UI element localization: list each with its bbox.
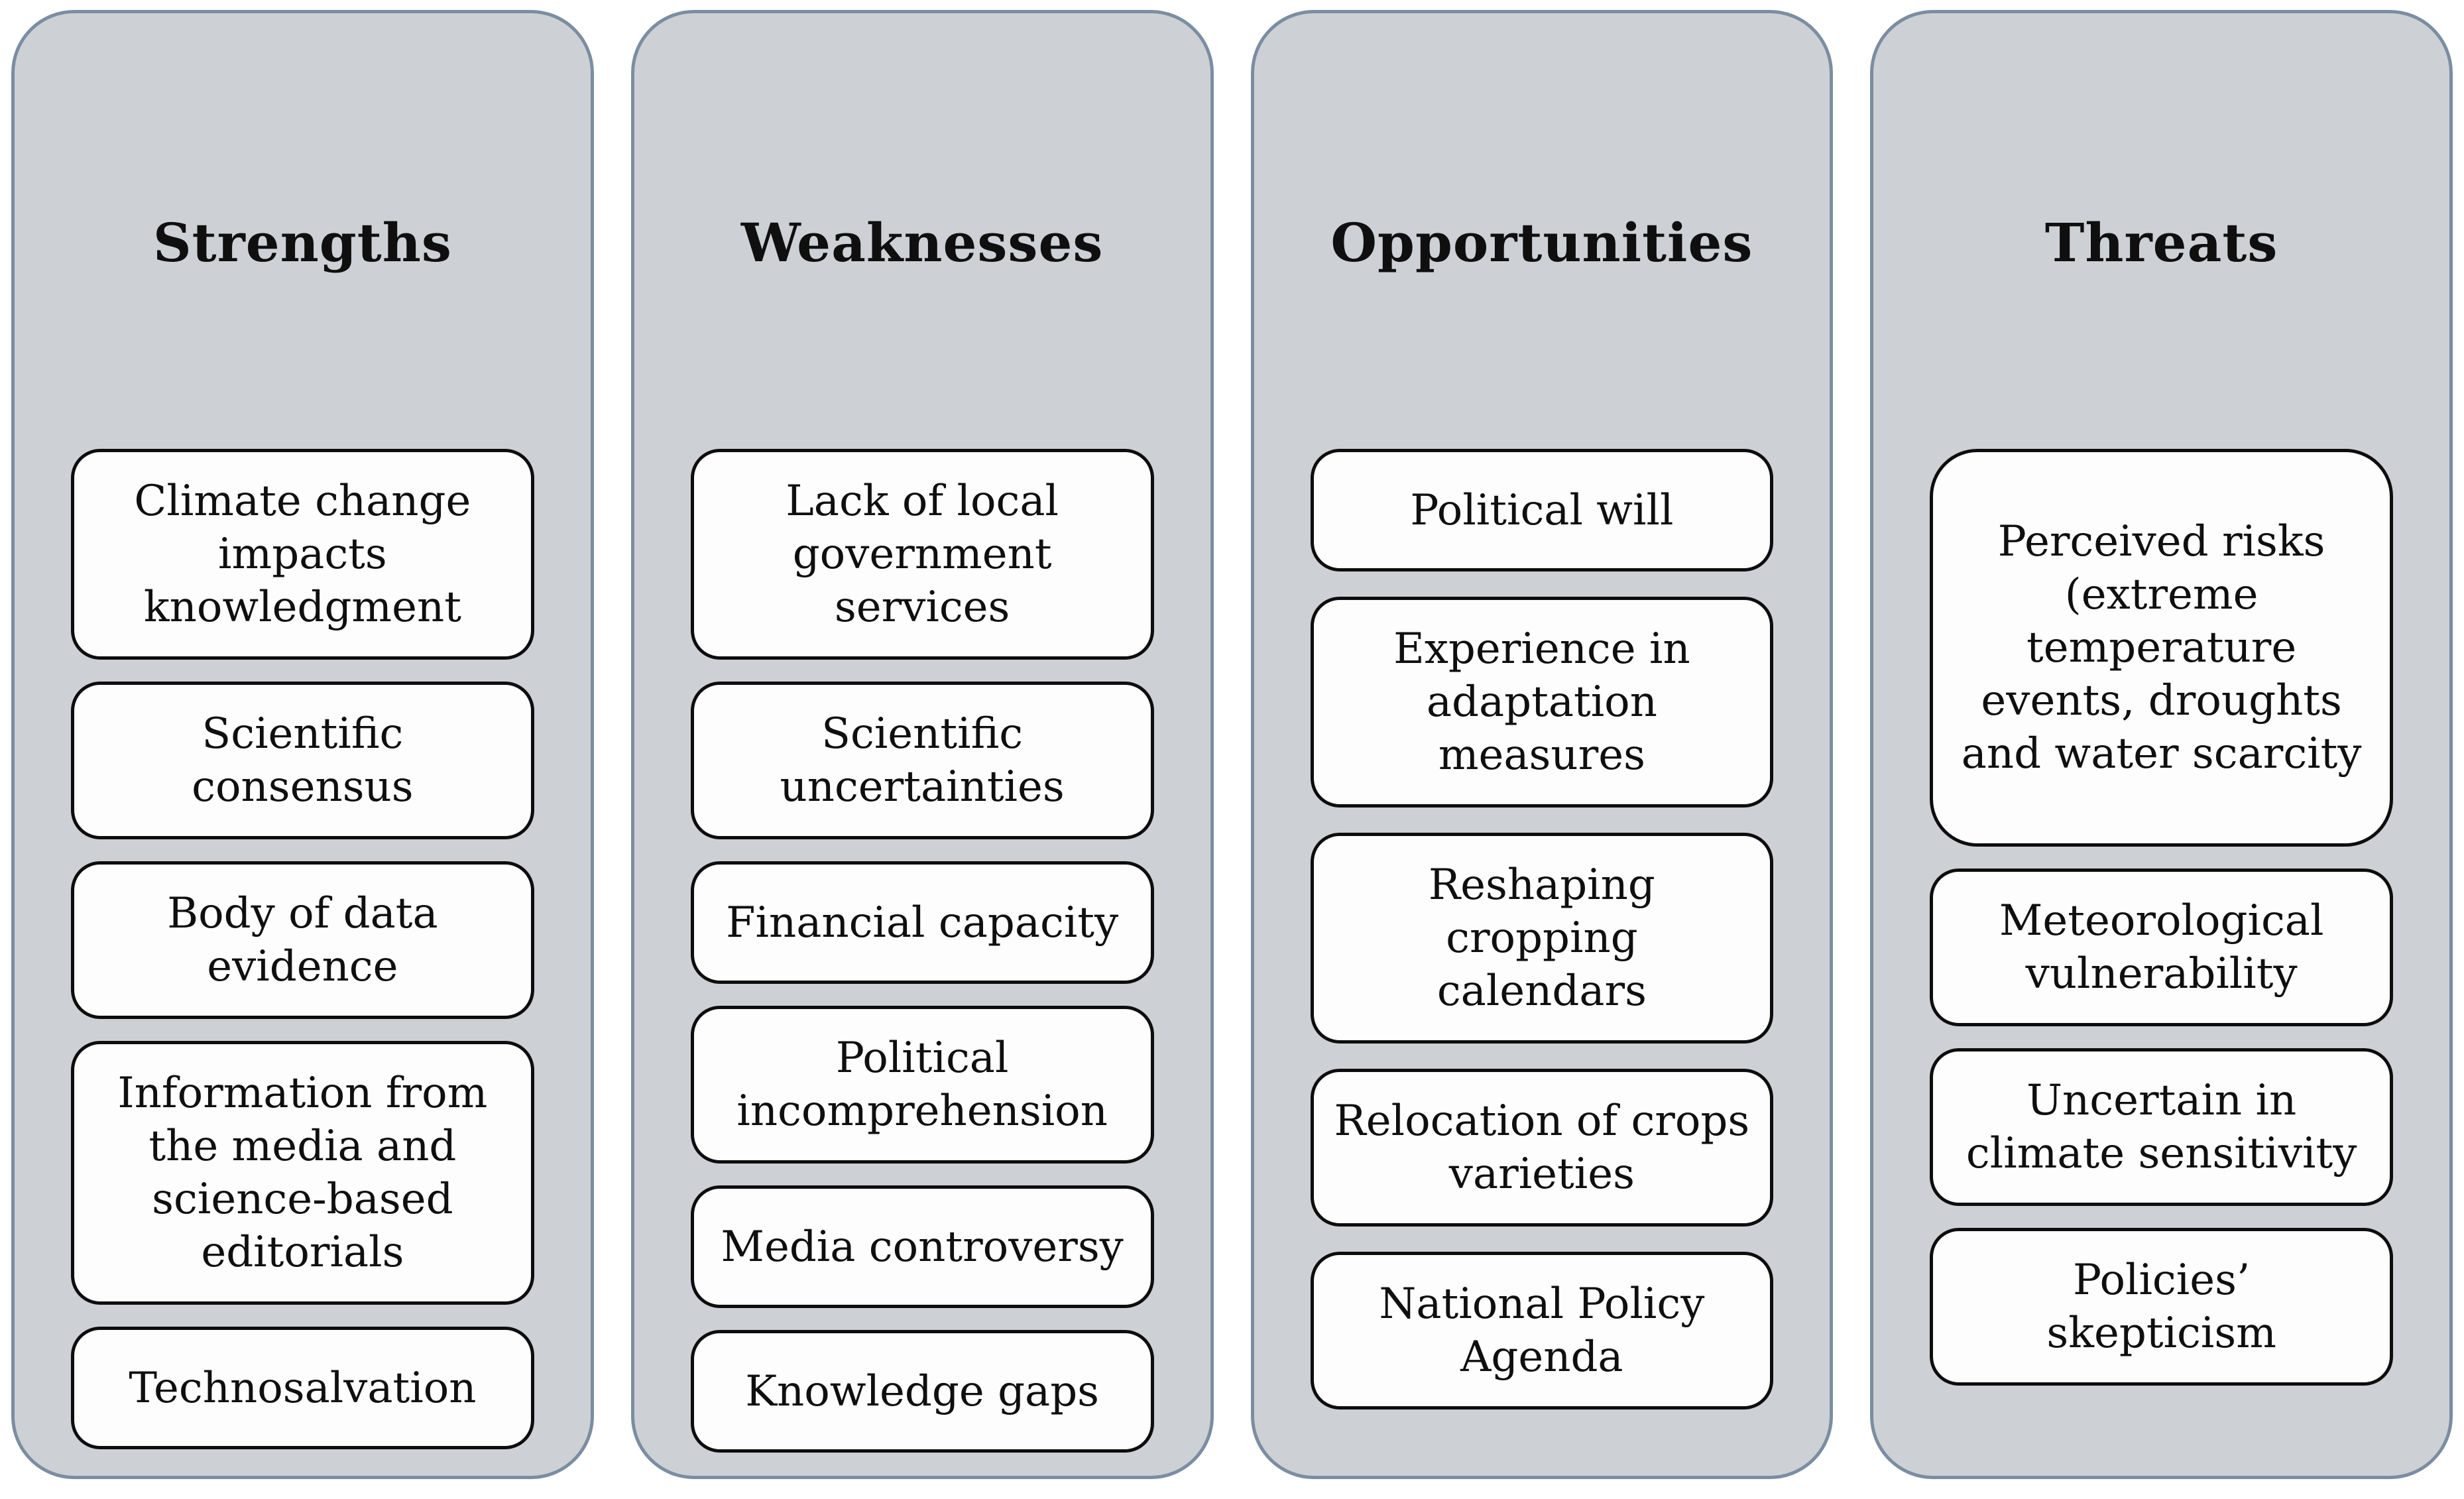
- swot-panel-opportunities: Opportunities Political will Experience …: [1250, 10, 1834, 1479]
- swot-item: Uncertain in climate sensitivity: [1930, 1048, 2393, 1206]
- panel-title-strengths: Strengths: [152, 211, 452, 274]
- threats-items: Perceived risks (extreme temperature eve…: [1873, 449, 2449, 1386]
- weaknesses-items: Lack of local government services Scient…: [634, 449, 1210, 1453]
- swot-item: Media controversy: [690, 1185, 1154, 1308]
- swot-panel-weaknesses: Weaknesses Lack of local government serv…: [630, 10, 1214, 1479]
- swot-item: Information from the media and science-b…: [71, 1041, 534, 1305]
- swot-item: Scientific uncertainties: [690, 682, 1154, 839]
- swot-item: Knowledge gaps: [690, 1330, 1154, 1453]
- swot-item: National Policy Agenda: [1310, 1252, 1774, 1409]
- panel-title-threats: Threats: [2044, 211, 2278, 274]
- swot-item: Political incomprehension: [690, 1006, 1154, 1164]
- swot-item: Financial capacity: [690, 861, 1154, 984]
- swot-item: Relocation of crops varieties: [1310, 1069, 1774, 1227]
- swot-item: Policies’ skepticism: [1930, 1228, 2393, 1386]
- panel-title-opportunities: Opportunities: [1330, 211, 1753, 274]
- swot-item: Reshaping cropping calendars: [1310, 833, 1774, 1044]
- swot-item: Political will: [1310, 449, 1774, 571]
- swot-item: Scientific consensus: [71, 682, 534, 839]
- swot-panel-threats: Threats Perceived risks (extreme tempera…: [1870, 10, 2453, 1479]
- strengths-items: Climate change impacts knowledgment Scie…: [15, 449, 591, 1449]
- swot-item: Body of data evidence: [71, 861, 534, 1019]
- opportunities-items: Political will Experience in adaptation …: [1254, 449, 1830, 1409]
- swot-item: Perceived risks (extreme temperature eve…: [1930, 449, 2393, 847]
- swot-item: Meteorological vulnerability: [1930, 869, 2393, 1026]
- swot-item: Lack of local government services: [690, 449, 1154, 660]
- swot-item: Climate change impacts knowledgment: [71, 449, 534, 660]
- swot-item: Experience in adaptation measures: [1310, 597, 1774, 808]
- swot-item: Technosalvation: [71, 1327, 534, 1449]
- panel-title-weaknesses: Weaknesses: [740, 211, 1104, 274]
- swot-panel-strengths: Strengths Climate change impacts knowled…: [11, 10, 594, 1479]
